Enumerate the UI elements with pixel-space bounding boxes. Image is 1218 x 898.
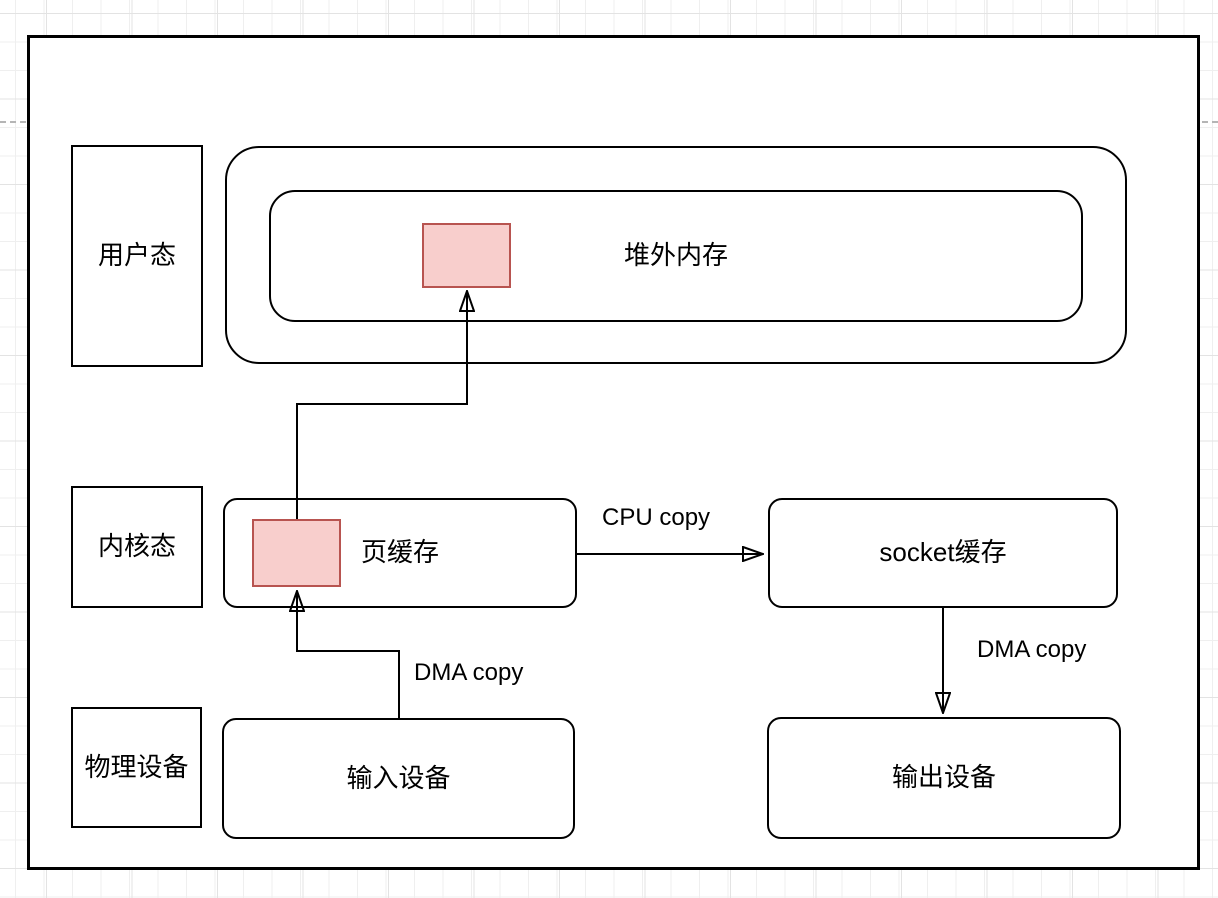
page-cache-label: 页缓存 xyxy=(360,537,439,568)
output-device-label: 输出设备 xyxy=(891,762,996,793)
layer-box-user-mode[interactable]: 用户态 xyxy=(71,145,203,367)
layer-box-physical-device[interactable]: 物理设备 xyxy=(71,707,202,828)
page-cache-data-block[interactable] xyxy=(252,519,341,587)
socket-buffer-label: socket缓存 xyxy=(879,537,1007,568)
input-device-label: 输入设备 xyxy=(346,762,451,793)
layer-label-user-mode: 用户态 xyxy=(97,240,176,271)
dma-copy-out-label[interactable]: DMA copy xyxy=(977,636,1087,663)
layer-label-physical-device: 物理设备 xyxy=(84,751,189,782)
offheap-data-block[interactable] xyxy=(422,223,511,288)
offheap-memory-node[interactable]: 堆外内存 xyxy=(269,190,1083,322)
offheap-memory-label: 堆外内存 xyxy=(623,240,728,271)
input-device-node[interactable]: 输入设备 xyxy=(222,718,575,839)
socket-buffer-node[interactable]: socket缓存 xyxy=(768,498,1118,608)
layer-box-kernel-mode[interactable]: 内核态 xyxy=(71,486,203,608)
output-device-node[interactable]: 输出设备 xyxy=(767,717,1121,839)
dma-copy-in-label[interactable]: DMA copy xyxy=(414,659,524,686)
layer-label-kernel-mode: 内核态 xyxy=(97,531,176,562)
cpu-copy-label[interactable]: CPU copy xyxy=(602,504,711,531)
